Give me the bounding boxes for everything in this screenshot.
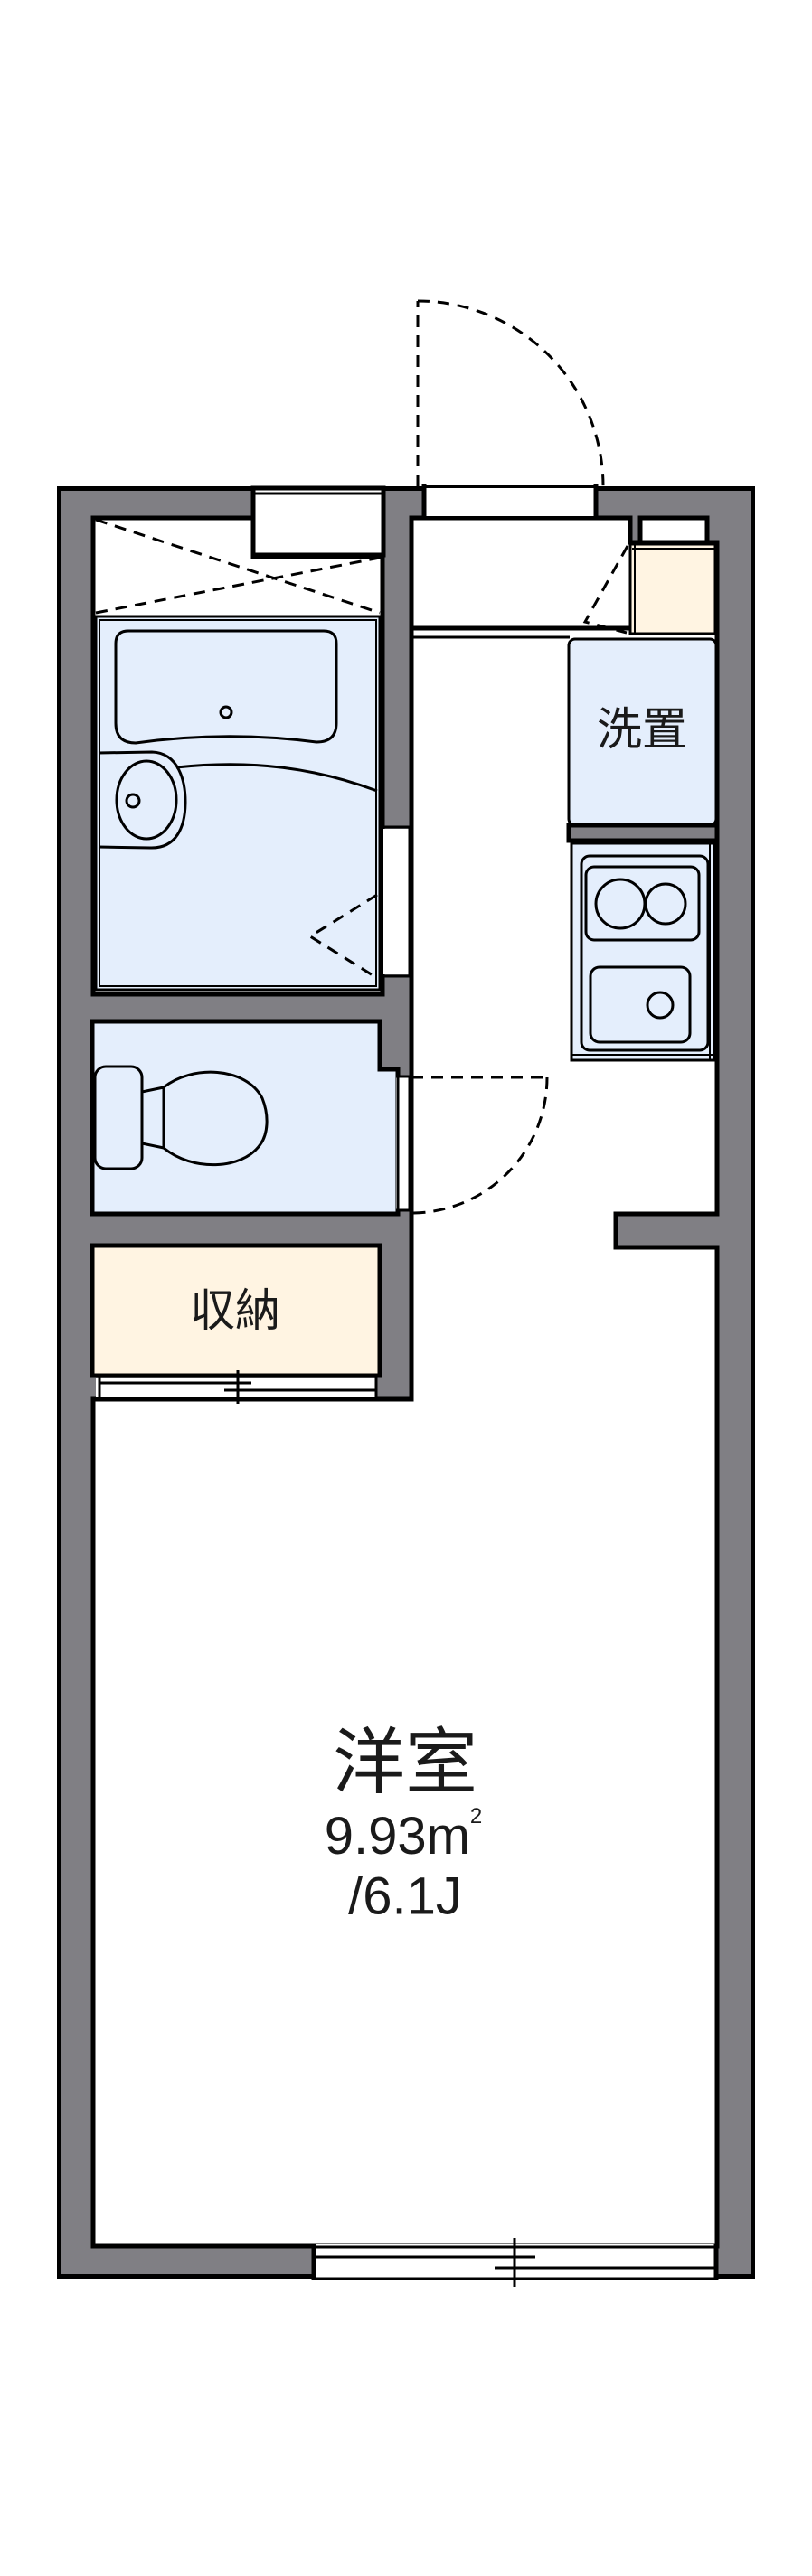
toilet-bowl	[162, 1070, 269, 1167]
kitchen-counter-body	[570, 841, 716, 1062]
western-room-tatami: /6.1J	[348, 1867, 462, 1926]
washer-space-label: 洗置	[597, 703, 687, 756]
toilet-door-swing	[411, 1076, 549, 1215]
washroom-door-opening	[383, 829, 411, 974]
toilet-neck	[140, 1086, 165, 1150]
area-unit-exponent: 2	[470, 1804, 482, 1829]
pipe-shaft-left	[250, 485, 386, 558]
toilet	[93, 1065, 269, 1170]
storage-space	[90, 1243, 382, 1378]
kitchen-counter-top	[580, 854, 710, 1052]
area-unit: m	[427, 1807, 470, 1866]
western-room-area: 9.93m2	[325, 1804, 483, 1866]
unit-bath-inner-edge	[99, 619, 377, 987]
storage-label: 収納	[190, 1284, 280, 1337]
storage: 収納	[90, 1243, 382, 1404]
shoe-cabinet-body	[628, 542, 717, 635]
storage-door-track	[96, 1378, 376, 1397]
toilet-tank	[93, 1065, 144, 1170]
entrance-door-arc	[417, 299, 605, 487]
unit-bath-floor	[94, 615, 382, 992]
western-room-label: 洋室 9.93m2 /6.1J	[325, 1721, 483, 1926]
washbasin-bowl	[115, 759, 178, 841]
kitchen-sink	[589, 965, 692, 1044]
stove-burner-small-icon	[644, 882, 687, 926]
shoe-cabinet-door-swing	[582, 545, 629, 635]
entrance-door-opening	[425, 484, 596, 516]
toilet-door-opening	[396, 1076, 411, 1211]
washroom-folding-door	[307, 893, 378, 980]
unit-bath	[94, 615, 382, 992]
entrance-door-swing	[416, 299, 605, 487]
laundry-x-line-2	[95, 556, 381, 615]
toilet-door-arc	[411, 1076, 549, 1215]
kitchen-counter	[570, 841, 716, 1062]
washer-kitchen-partition	[566, 823, 720, 843]
stove	[584, 865, 701, 942]
area-value: 9.93	[325, 1807, 427, 1866]
washbasin-counter	[98, 750, 187, 850]
washbasin-drain-icon	[125, 793, 141, 809]
washer-space: 洗置	[567, 637, 718, 827]
hallway-and-western-room	[90, 515, 720, 2249]
shoe-cabinet	[582, 542, 717, 635]
laundry-x-line-1	[95, 518, 381, 615]
bath-floor-curve	[175, 763, 378, 793]
bathtub	[114, 629, 338, 745]
sink-drain-icon	[646, 991, 675, 1020]
pipe-shaft-right	[637, 515, 710, 545]
western-room-name: 洋室	[333, 1721, 477, 1805]
bathtub-drain-icon	[219, 705, 233, 719]
laundry-area-marker	[95, 518, 381, 615]
sliding-window	[311, 2238, 719, 2287]
